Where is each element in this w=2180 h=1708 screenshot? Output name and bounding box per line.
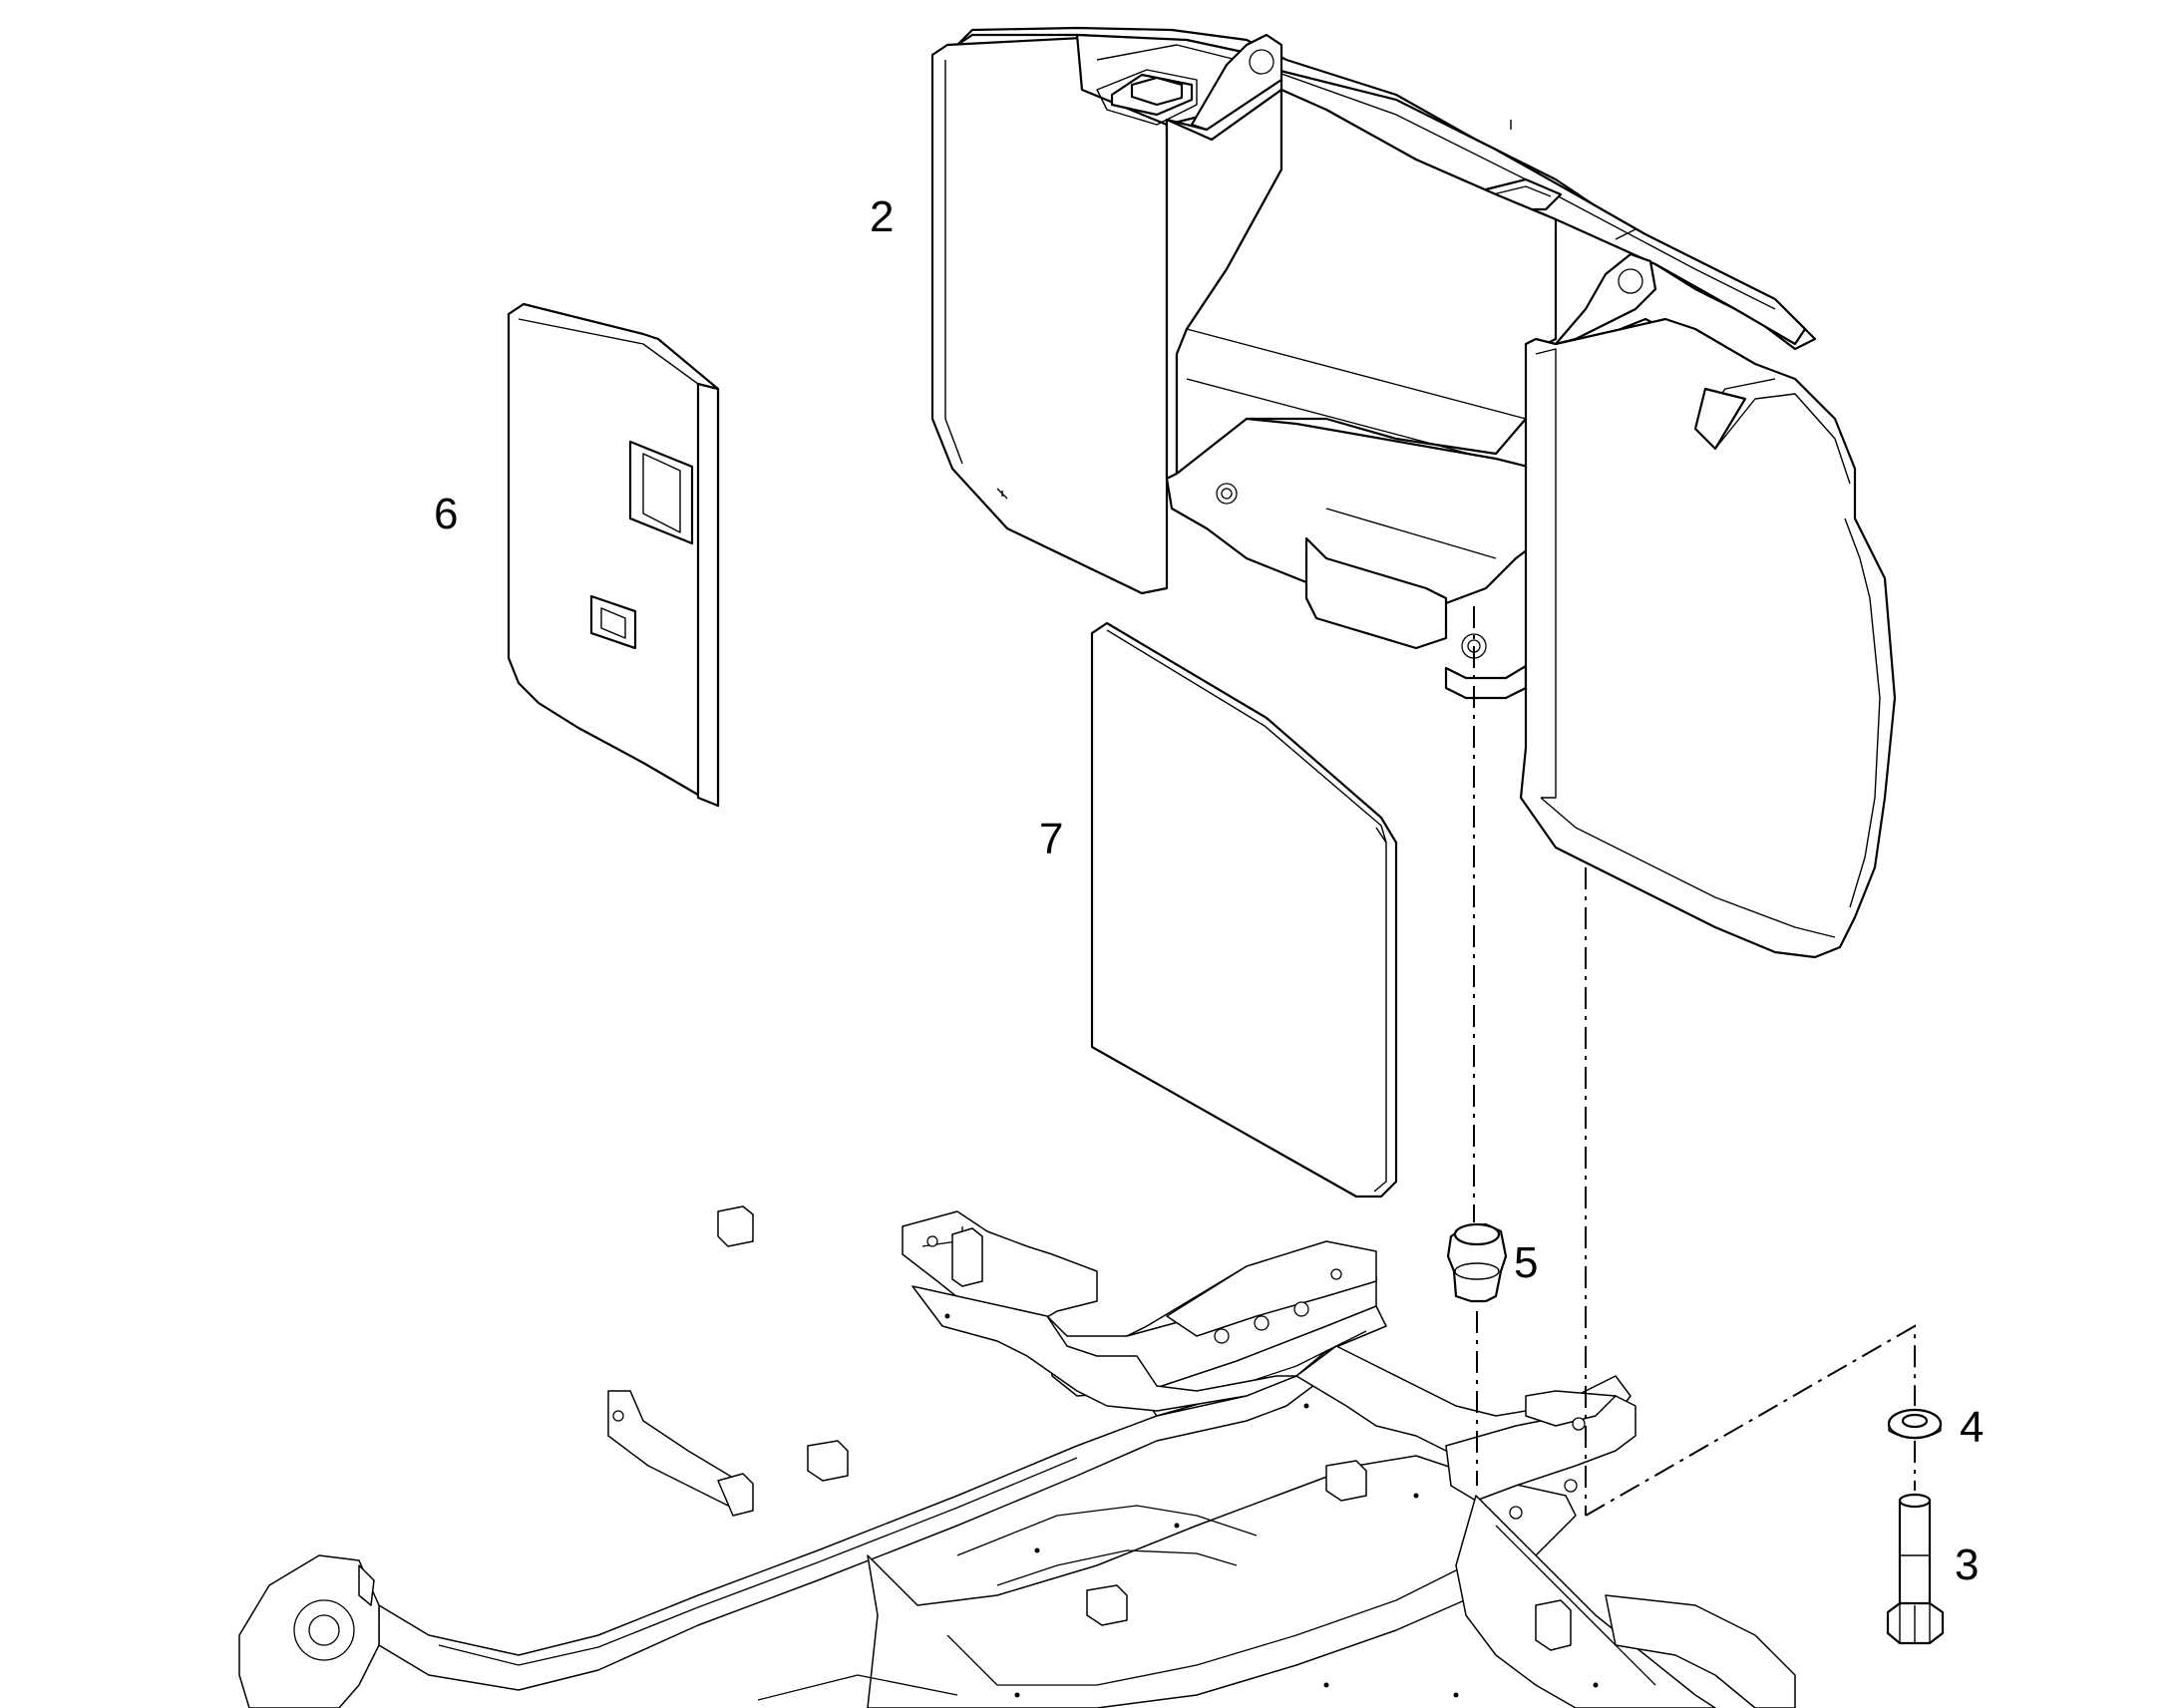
pad-part-7 [1090,621,1398,1198]
callout-3: 3 [1955,1540,1980,1589]
callout-6: 6 [434,490,459,538]
callout-2: 2 [870,192,895,241]
buffer-part-5 [1446,1222,1508,1303]
counterweight-part-2 [930,26,1897,959]
callout-5: 5 [1514,1238,1539,1287]
washer-part-4 [1887,1408,1943,1440]
assembly-center-lines [1473,606,1916,1517]
chassis-frame [238,1205,1796,1708]
bolt-part-3 [1886,1493,1945,1645]
callout-7: 7 [1039,815,1064,863]
plate-part-6 [507,302,720,808]
callout-4: 4 [1960,1403,1985,1452]
